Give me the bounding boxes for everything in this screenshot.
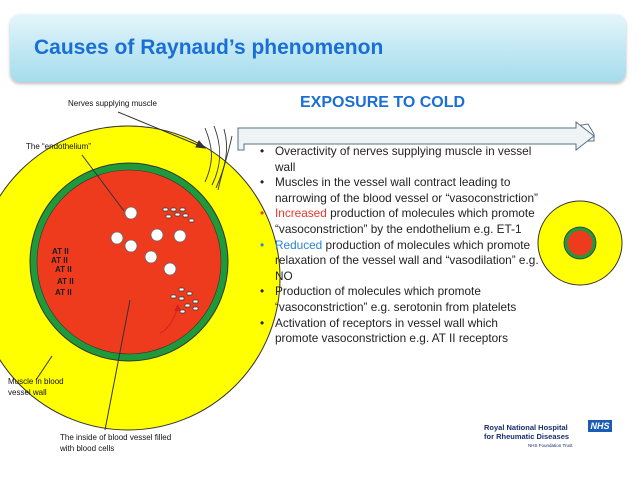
- exposure-heading: EXPOSURE TO COLD: [300, 94, 466, 111]
- blood-cells: [110, 206, 187, 276]
- label-inside: The inside of blood vessel filled with b…: [60, 433, 172, 453]
- causes-list: •Overactivity of nerves supplying muscle…: [258, 144, 543, 347]
- page-title: Causes of Raynaud’s phenomenon: [34, 36, 384, 59]
- receptor-label: AT II: [51, 256, 68, 265]
- list-item: •Overactivity of nerves supplying muscle…: [260, 144, 532, 174]
- logo-line-3: NHS Foundation Trust: [528, 443, 573, 448]
- title-banner: [10, 14, 626, 82]
- nerve-fibres: [204, 125, 233, 191]
- receptor-label: AT II: [52, 247, 69, 256]
- label-nerves: Nerves supplying muscle: [68, 99, 157, 108]
- list-item: •Production of molecules which promote “…: [260, 284, 517, 314]
- cold-exposure-arrow: [237, 120, 595, 152]
- receptor-label: AT II: [55, 265, 72, 274]
- highlight-reduced: Reduced: [275, 237, 323, 252]
- platelets-bottom: [170, 287, 199, 314]
- logo-line-2: for Rheumatic Diseases: [484, 432, 570, 441]
- platelets-top: [162, 207, 195, 223]
- list-item: •Activation of receptors in vessel wall …: [260, 315, 508, 346]
- nhs-badge: NHS: [588, 420, 612, 432]
- hospital-logo: Royal National Hospital for Rheumatic Di…: [478, 415, 618, 457]
- label-endothelium: The “endothelium”: [26, 142, 91, 151]
- list-item: •Increased production of molecules which…: [260, 206, 535, 236]
- list-item: •Muscles in the vessel wall contract lea…: [260, 175, 538, 205]
- list-item: •Reduced production of molecules which p…: [260, 237, 539, 283]
- label-muscle: Muscle in blood vessel wall: [8, 377, 64, 397]
- logo-line-1: Royal National Hospital: [484, 423, 568, 432]
- highlight-increased: Increased: [275, 206, 327, 221]
- small-vessel-lumen: [567, 230, 593, 256]
- receptor-label: AT II: [55, 288, 72, 297]
- receptor-label: AT II: [57, 277, 74, 286]
- label-pointers: [35, 111, 207, 431]
